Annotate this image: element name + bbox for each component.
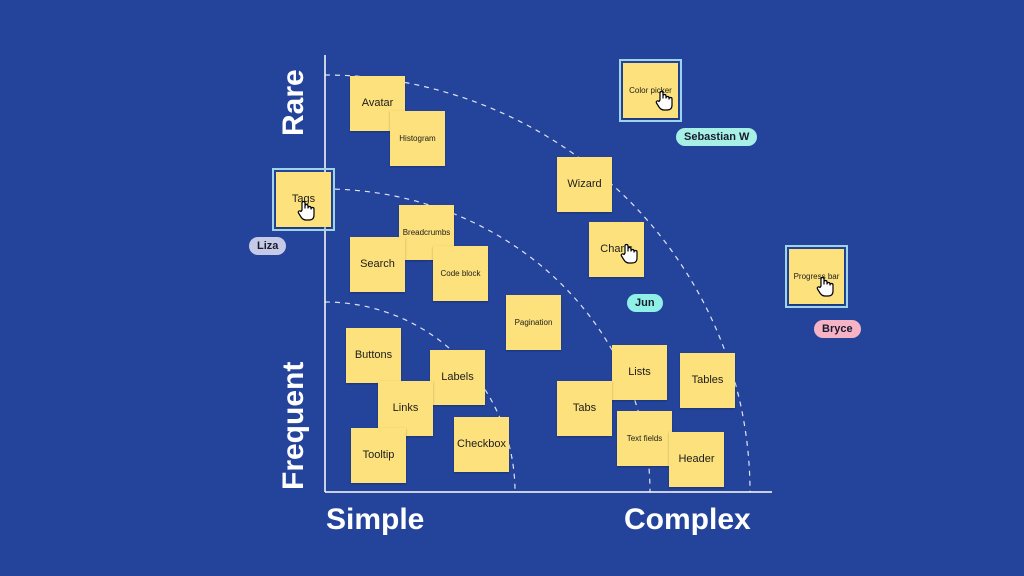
collaborator-tag-liza: Liza xyxy=(249,237,287,255)
sticky-note-labels[interactable]: Labels xyxy=(430,350,485,405)
sticky-note-tabs[interactable]: Tabs xyxy=(557,381,612,436)
sticky-note-charts[interactable]: Charts xyxy=(589,222,644,277)
hand-cursor-icon xyxy=(816,276,834,297)
sticky-note-pagination[interactable]: Pagination xyxy=(506,295,561,350)
sticky-note-tooltip[interactable]: Tooltip xyxy=(351,428,406,483)
sticky-note-color-picker[interactable]: Color picker xyxy=(619,59,682,122)
sticky-note-search[interactable]: Search xyxy=(350,237,405,292)
sticky-note-histogram[interactable]: Histogram xyxy=(390,111,445,166)
x-axis-left-label: Simple xyxy=(326,503,425,536)
sticky-note-header[interactable]: Header xyxy=(669,432,724,487)
collaborator-tag-jun: Jun xyxy=(627,294,663,312)
y-axis-top-label: Rare xyxy=(277,69,310,136)
sticky-note-label: Progress bar xyxy=(793,271,840,281)
y-axis-bottom-label: Frequent xyxy=(277,361,310,490)
sticky-note-checkbox[interactable]: Checkbox xyxy=(454,417,509,472)
arc-outer xyxy=(324,74,751,493)
sticky-note-tables[interactable]: Tables xyxy=(680,353,735,408)
collaborator-tag-bryce: Bryce xyxy=(814,320,861,338)
sticky-note-progress-bar[interactable]: Progress bar xyxy=(785,245,848,308)
hand-cursor-icon xyxy=(297,200,315,221)
hand-cursor-icon xyxy=(620,243,638,264)
x-axis-right-label: Complex xyxy=(624,503,751,536)
sticky-note-tags[interactable]: Tags xyxy=(272,168,335,231)
hand-cursor-icon xyxy=(655,90,673,111)
sticky-note-buttons[interactable]: Buttons xyxy=(346,328,401,383)
sticky-note-code-block[interactable]: Code block xyxy=(433,246,488,301)
collaborator-tag-sebastian: Sebastian W xyxy=(676,128,758,146)
arc-inner xyxy=(324,301,516,493)
sticky-note-lists[interactable]: Lists xyxy=(612,345,667,400)
sticky-note-label: Color picker xyxy=(629,85,672,95)
sticky-note-wizard[interactable]: Wizard xyxy=(557,157,612,212)
sticky-note-label: Tags xyxy=(291,193,316,206)
sticky-note-links[interactable]: Links xyxy=(378,381,433,436)
sticky-note-text-fields[interactable]: Text fields xyxy=(617,411,672,466)
